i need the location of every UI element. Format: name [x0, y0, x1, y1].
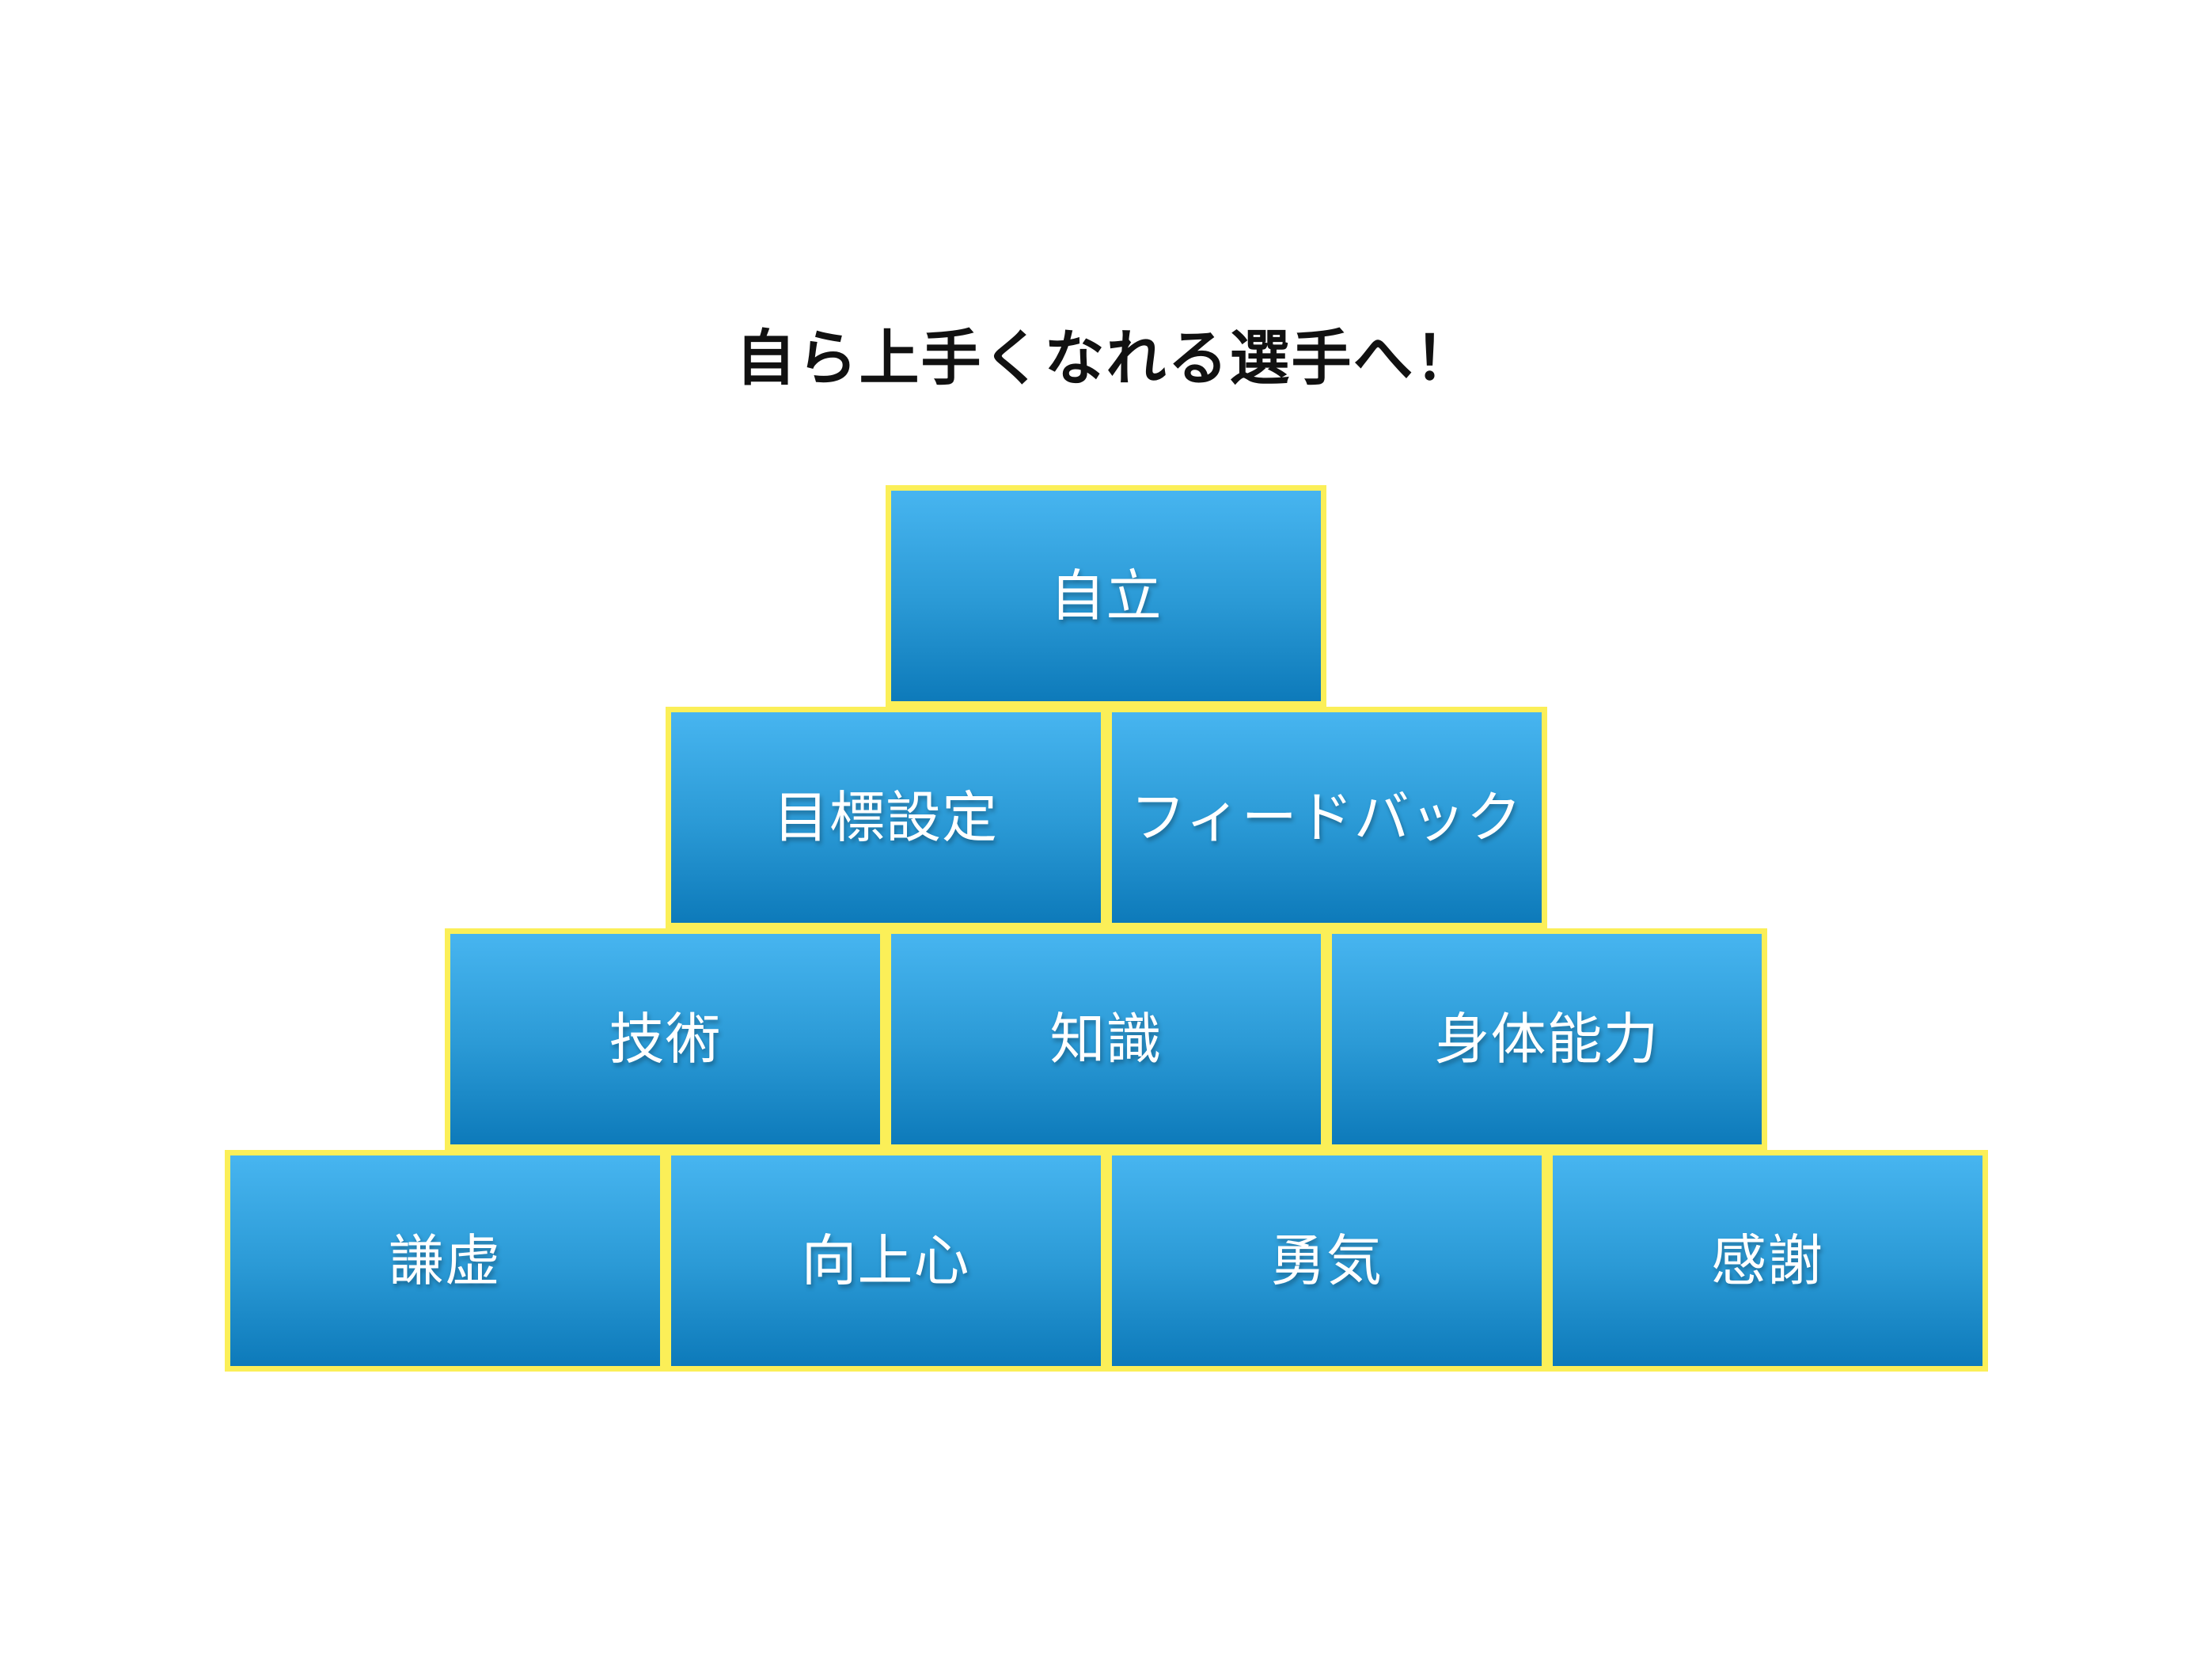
pyramid-block-gratitude: 感謝	[1546, 1150, 1988, 1372]
block-label: 向上心	[801, 1230, 970, 1292]
pyramid-block-goal-setting: 目標設定	[665, 707, 1106, 928]
block-label: 目標設定	[773, 787, 998, 848]
block-label: フィードバック	[1130, 787, 1523, 848]
pyramid-diagram: 自立 目標設定 フィードバック 技術 知識 身体能力 謙虚	[0, 485, 2212, 1372]
block-label: 身体能力	[1434, 1008, 1660, 1070]
pyramid-block-technique: 技術	[445, 928, 886, 1150]
block-label: 知識	[1049, 1008, 1163, 1070]
block-label: 自立	[1049, 565, 1163, 627]
pyramid-row-2: 目標設定 フィードバック	[0, 707, 2212, 928]
pyramid-row-4: 謙虚 向上心 勇気 感謝	[0, 1150, 2212, 1372]
block-label: 勇気	[1270, 1230, 1383, 1292]
pyramid-block-ambition: 向上心	[665, 1150, 1106, 1372]
pyramid-block-courage: 勇気	[1106, 1150, 1547, 1372]
block-label: 謙虚	[389, 1230, 501, 1292]
pyramid-block-physical-ability: 身体能力	[1326, 928, 1767, 1150]
pyramid-block-feedback: フィードバック	[1106, 707, 1547, 928]
pyramid-row-3: 技術 知識 身体能力	[0, 928, 2212, 1150]
pyramid-block-independence: 自立	[886, 485, 1326, 707]
pyramid-block-humility: 謙虚	[224, 1150, 666, 1372]
block-label: 技術	[609, 1008, 722, 1070]
pyramid-block-knowledge: 知識	[886, 928, 1326, 1150]
block-label: 感謝	[1711, 1230, 1823, 1292]
pyramid-row-1: 自立	[0, 485, 2212, 707]
page-title: 自ら上手くなれる選手へ！	[735, 325, 1477, 393]
